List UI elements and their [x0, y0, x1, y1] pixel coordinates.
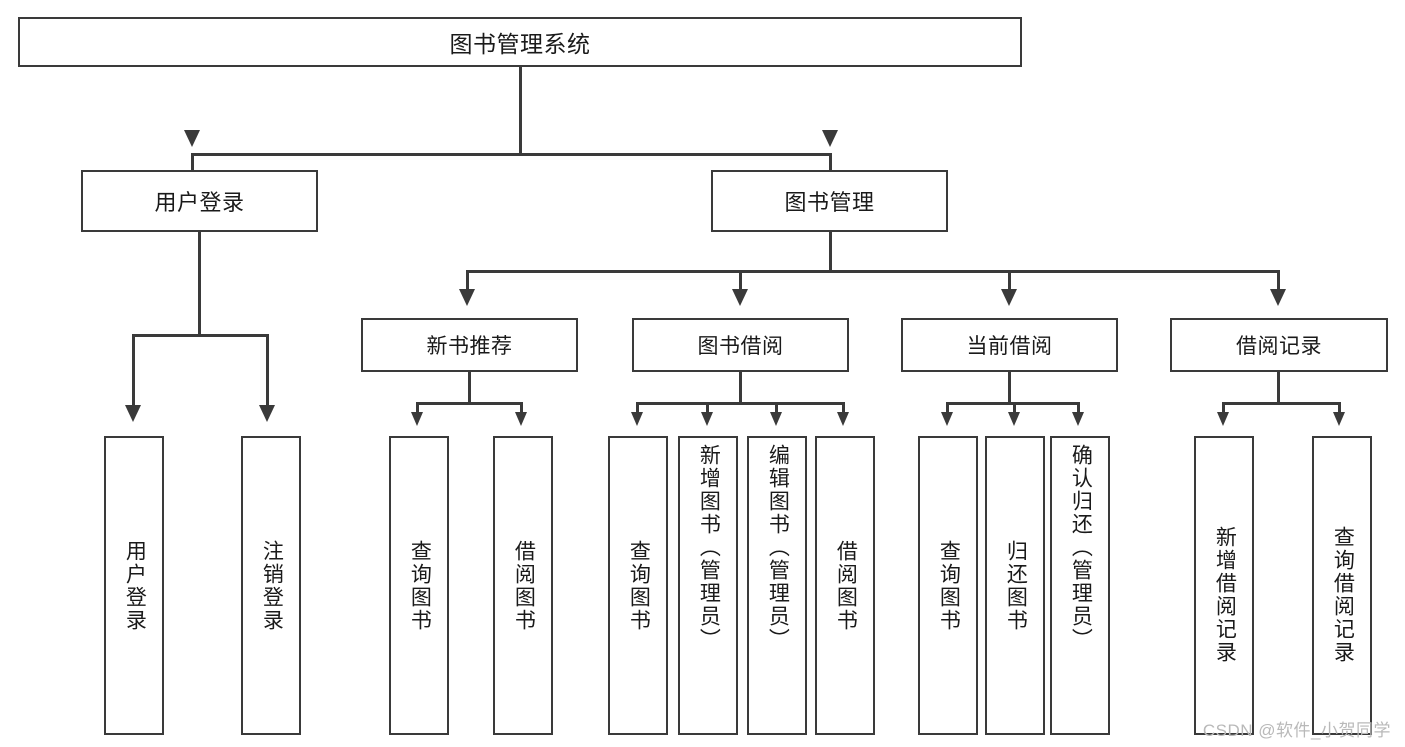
node-book-borrow[interactable]: 图书借阅 [632, 318, 849, 372]
arrow-current-borrow-leaf-2 [1008, 412, 1020, 426]
connector-new-book-stem [468, 372, 471, 404]
arrow-book-borrow-leaf-4 [837, 412, 849, 426]
connector-user-login-drop-2 [266, 334, 269, 408]
connector-user-login-bus [132, 334, 269, 337]
node-book-management[interactable]: 图书管理 [711, 170, 948, 232]
connector-current-borrow-stem [1008, 372, 1011, 404]
node-label: 图书管理系统 [449, 31, 591, 57]
connector-root-bus [191, 153, 832, 156]
connector-book-borrow-drop-1 [636, 402, 639, 414]
connector-borrow-record-bus [1222, 402, 1341, 405]
connector-book-mgmt-drop-1 [466, 270, 469, 292]
connector-book-mgmt-bus [466, 270, 1280, 273]
arrow-user-login-leaf-2 [259, 405, 275, 422]
connector-current-borrow-drop-2 [1013, 402, 1016, 414]
connector-root-stem [519, 67, 522, 155]
connector-book-borrow-bus [636, 402, 845, 405]
leaf-label: 查询图书 [627, 540, 651, 632]
node-label: 借阅记录 [1236, 335, 1322, 358]
leaf-borrow-record-query-record[interactable]: 查询借阅记录 [1312, 436, 1372, 735]
connector-book-mgmt-drop-2 [739, 270, 742, 292]
connector-book-mgmt-drop-4 [1277, 270, 1280, 292]
arrow-borrow-record-leaf-1 [1217, 412, 1229, 426]
arrow-book-borrow-leaf-1 [631, 412, 643, 426]
leaf-label: 编辑图书（管理员） [766, 444, 790, 651]
node-label: 新书推荐 [426, 335, 513, 358]
node-borrow-record[interactable]: 借阅记录 [1170, 318, 1388, 372]
leaf-label: 借阅图书 [512, 540, 536, 632]
leaf-current-borrow-return-book[interactable]: 归还图书 [985, 436, 1045, 735]
node-label: 图书管理 [784, 190, 875, 215]
arrow-borrow-record-leaf-2 [1333, 412, 1345, 426]
arrow-root-to-user-login [184, 130, 200, 147]
leaf-label: 查询借阅记录 [1331, 526, 1355, 664]
arrow-book-mgmt-to-book-borrow [732, 289, 748, 306]
connector-root-to-book-mgmt [829, 153, 832, 173]
connector-book-mgmt-stem [829, 232, 832, 272]
node-label: 当前借阅 [966, 335, 1053, 358]
connector-new-book-drop-2 [520, 402, 523, 414]
leaf-label: 注销登录 [260, 540, 284, 632]
leaf-label: 新增图书（管理员） [697, 444, 721, 651]
arrow-book-mgmt-to-new-book [459, 289, 475, 306]
connector-borrow-record-drop-2 [1338, 402, 1341, 414]
leaf-borrow-record-add-record[interactable]: 新增借阅记录 [1194, 436, 1254, 735]
arrow-new-book-leaf-2 [515, 412, 527, 426]
connector-current-borrow-drop-3 [1077, 402, 1080, 414]
leaf-new-book-borrow-book[interactable]: 借阅图书 [493, 436, 553, 735]
leaf-user-login-logout[interactable]: 注销登录 [241, 436, 301, 735]
connector-user-login-drop-1 [132, 334, 135, 408]
node-user-login[interactable]: 用户登录 [81, 170, 318, 232]
leaf-book-borrow-edit-book-admin[interactable]: 编辑图书（管理员） [747, 436, 807, 735]
connector-borrow-record-drop-1 [1222, 402, 1225, 414]
leaf-label: 借阅图书 [834, 540, 858, 632]
leaf-label: 归还图书 [1004, 540, 1028, 632]
connector-root-to-user-login [191, 153, 194, 173]
leaf-label: 确认归还（管理员） [1069, 444, 1093, 651]
leaf-label: 查询图书 [937, 540, 961, 632]
leaf-current-borrow-query-book[interactable]: 查询图书 [918, 436, 978, 735]
leaf-new-book-query-book[interactable]: 查询图书 [389, 436, 449, 735]
node-root-book-management-system[interactable]: 图书管理系统 [18, 17, 1022, 67]
connector-book-borrow-stem [739, 372, 742, 404]
node-label: 图书借阅 [697, 335, 784, 358]
node-new-book-recommend[interactable]: 新书推荐 [361, 318, 578, 372]
connector-book-borrow-drop-3 [775, 402, 778, 414]
connector-book-borrow-drop-4 [842, 402, 845, 414]
connector-new-book-bus [416, 402, 523, 405]
arrow-user-login-leaf-1 [125, 405, 141, 422]
arrow-current-borrow-leaf-3 [1072, 412, 1084, 426]
arrow-book-mgmt-to-current-borrow [1001, 289, 1017, 306]
arrow-book-mgmt-to-borrow-record [1270, 289, 1286, 306]
node-current-borrow[interactable]: 当前借阅 [901, 318, 1118, 372]
arrow-current-borrow-leaf-1 [941, 412, 953, 426]
leaf-user-login-login[interactable]: 用户登录 [104, 436, 164, 735]
arrow-new-book-leaf-1 [411, 412, 423, 426]
connector-current-borrow-drop-1 [946, 402, 949, 414]
connector-user-login-stem [198, 232, 201, 336]
connector-book-borrow-drop-2 [706, 402, 709, 414]
leaf-label: 新增借阅记录 [1213, 526, 1237, 664]
leaf-book-borrow-query-book[interactable]: 查询图书 [608, 436, 668, 735]
arrow-root-to-book-mgmt [822, 130, 838, 147]
connector-borrow-record-stem [1277, 372, 1280, 404]
leaf-label: 用户登录 [123, 540, 147, 632]
connector-book-mgmt-drop-3 [1008, 270, 1011, 292]
leaf-book-borrow-borrow-book[interactable]: 借阅图书 [815, 436, 875, 735]
leaf-book-borrow-add-book-admin[interactable]: 新增图书（管理员） [678, 436, 738, 735]
connector-new-book-drop-1 [416, 402, 419, 414]
arrow-book-borrow-leaf-2 [701, 412, 713, 426]
leaf-label: 查询图书 [408, 540, 432, 632]
node-label: 用户登录 [154, 190, 245, 215]
leaf-current-borrow-confirm-return-admin[interactable]: 确认归还（管理员） [1050, 436, 1110, 735]
arrow-book-borrow-leaf-3 [770, 412, 782, 426]
